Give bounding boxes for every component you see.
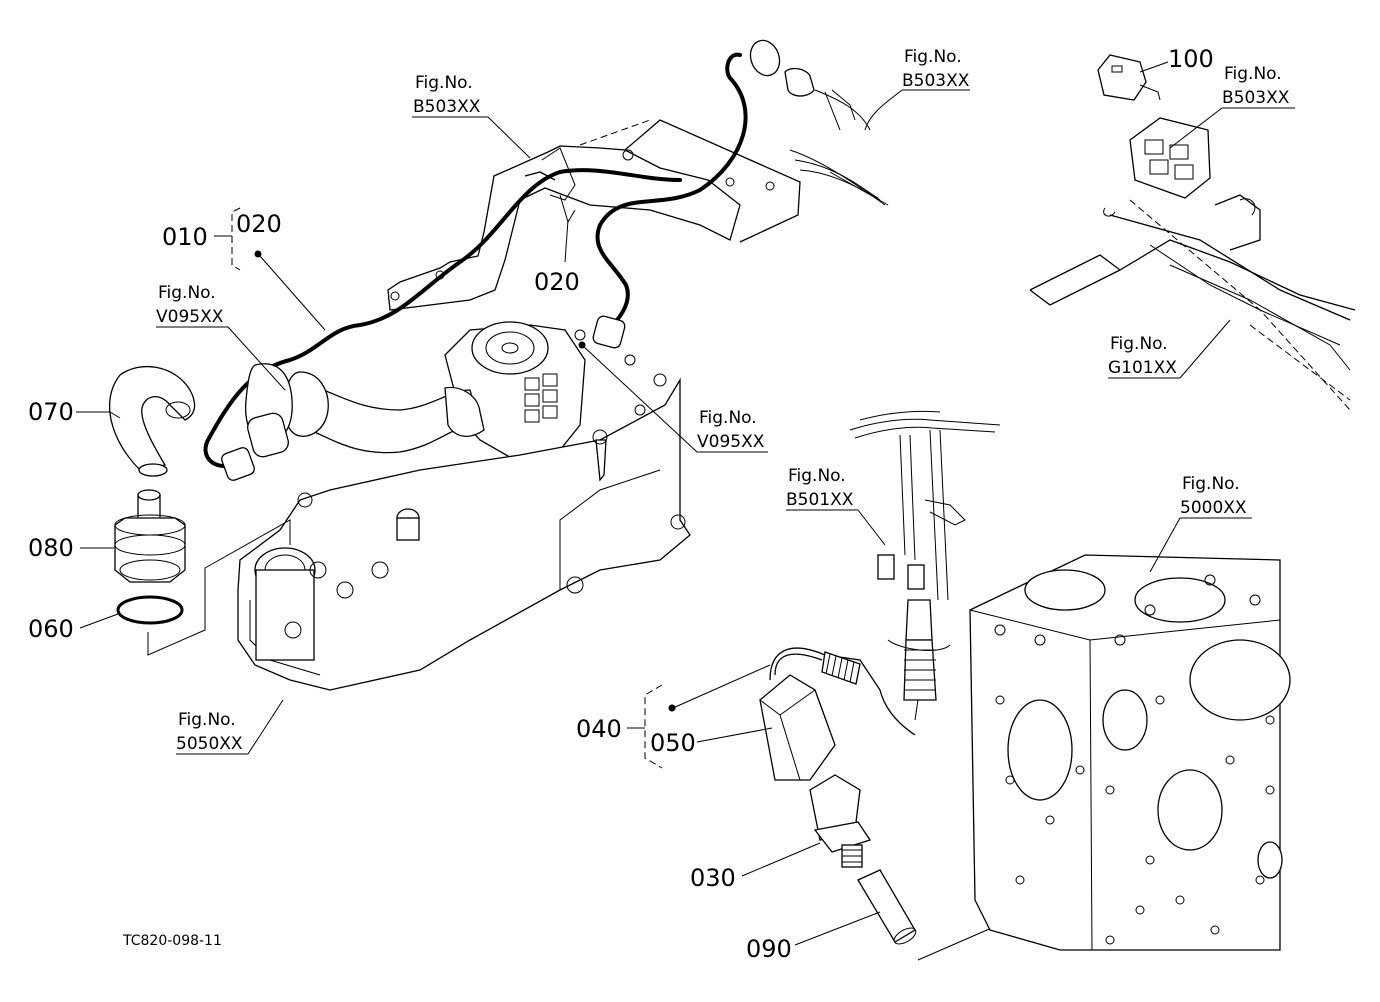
part-label-060: 060 — [28, 615, 74, 643]
fig-ref-code: B501XX — [786, 490, 854, 510]
part-050-cap — [759, 674, 836, 781]
fig-ref-v095-right: Fig.No. V095XX — [697, 408, 765, 452]
wiring-harness — [203, 39, 815, 481]
part-label-030: 030 — [690, 864, 736, 892]
part-090-adapter — [857, 869, 917, 945]
thermostat-housing — [244, 321, 586, 461]
fig-ref-code: G101XX — [1108, 358, 1177, 378]
fig-ref-label: Fig.No. — [1110, 334, 1168, 354]
fig-ref-label: Fig.No. — [699, 408, 757, 428]
fig-ref-label: Fig.No. — [904, 47, 962, 67]
part-label-040: 040 — [576, 715, 622, 743]
part-label-050: 050 — [650, 729, 696, 757]
part-label-100: 100 — [1168, 45, 1214, 73]
part-label-070: 070 — [28, 398, 74, 426]
part-070-hose — [108, 365, 196, 477]
sensor-wiring — [849, 410, 1001, 721]
relay-socket-frame — [1029, 117, 1356, 411]
fig-ref-code: B503XX — [413, 97, 481, 117]
part-080-thermostat — [114, 489, 186, 583]
fig-ref-code: V095XX — [156, 307, 224, 327]
fig-ref-g101: Fig.No. G101XX — [1108, 334, 1177, 378]
fig-ref-label: Fig.No. — [788, 466, 846, 486]
fig-ref-label: Fig.No. — [415, 73, 473, 93]
fig-ref-label: Fig.No. — [1224, 64, 1282, 84]
fig-ref-label: Fig.No. — [1182, 474, 1240, 494]
fig-ref-b503-top: Fig.No. B503XX — [902, 47, 970, 91]
part-label-010: 010 — [162, 223, 208, 251]
fig-ref-5050: Fig.No. 5050XX — [176, 710, 243, 754]
figure-references: Fig.No. B503XX Fig.No. B503XX Fig.No. B5… — [156, 47, 1290, 754]
part-100-relay — [1097, 54, 1161, 101]
part-labels: 010 020 020 070 080 060 100 040 050 030 … — [28, 45, 1214, 963]
fig-ref-label: Fig.No. — [158, 283, 216, 303]
engine-cover — [237, 329, 691, 691]
drawing-code: TC820-098-11 — [122, 933, 222, 949]
part-label-080: 080 — [28, 534, 74, 562]
part-label-020: 020 — [236, 210, 282, 238]
leader-lines — [76, 61, 1295, 946]
part-060-o-ring — [116, 595, 184, 625]
drawing-artwork — [108, 39, 1356, 961]
sensor-lead — [769, 647, 916, 736]
fig-ref-v095-left: Fig.No. V095XX — [156, 283, 224, 327]
fig-ref-code: B503XX — [902, 71, 970, 91]
fig-ref-code: V095XX — [697, 432, 765, 452]
fig-ref-b503-left: Fig.No. B503XX — [413, 73, 481, 117]
fig-ref-label: Fig.No. — [178, 710, 236, 730]
fig-ref-b503-right: Fig.No. B503XX — [1222, 64, 1290, 108]
fig-ref-code: 5000XX — [1180, 498, 1247, 518]
part-label-020-clip: 020 — [534, 268, 580, 296]
fig-ref-5000: Fig.No. 5000XX — [1180, 474, 1247, 518]
fig-ref-code: 5050XX — [176, 734, 243, 754]
part-label-090: 090 — [746, 935, 792, 963]
part-030-sensor — [809, 774, 872, 868]
fig-ref-code: B503XX — [1222, 88, 1290, 108]
engine-block — [969, 554, 1291, 951]
fig-ref-b501: Fig.No. B501XX — [786, 466, 854, 510]
upper-wires — [789, 89, 889, 206]
